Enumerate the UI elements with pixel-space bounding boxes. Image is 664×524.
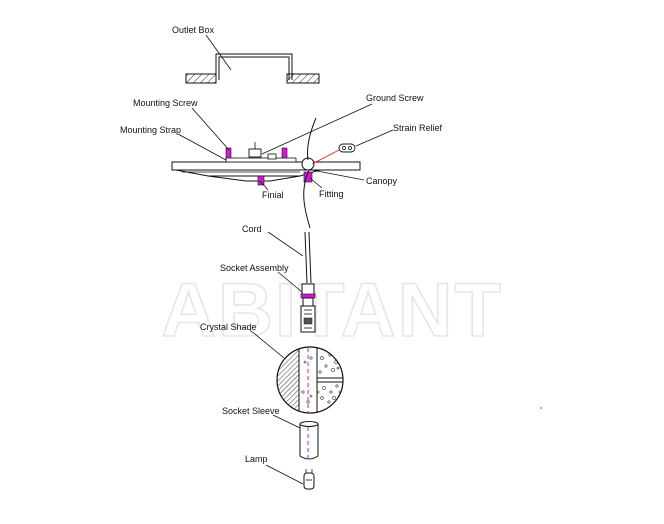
label-canopy: Canopy bbox=[366, 176, 398, 186]
socket-assembly bbox=[300, 283, 316, 333]
label-strain-relief: Strain Relief bbox=[393, 123, 443, 133]
label-lamp: Lamp bbox=[245, 454, 268, 464]
label-socket-sleeve: Socket Sleeve bbox=[222, 406, 280, 416]
label-socket-assembly: Socket Assembly bbox=[220, 263, 289, 273]
label-crystal-shade: Crystal Shade bbox=[200, 322, 257, 332]
label-cord: Cord bbox=[242, 224, 262, 234]
label-mounting-screw: Mounting Screw bbox=[133, 98, 198, 108]
outlet-box bbox=[185, 53, 320, 84]
outlet-box-leader bbox=[205, 34, 232, 71]
socket-sleeve bbox=[299, 421, 319, 460]
canopy-plate bbox=[171, 161, 361, 182]
label-mounting-strap: Mounting Strap bbox=[120, 125, 181, 135]
cord-lower bbox=[303, 169, 311, 229]
canopy-leader bbox=[311, 169, 365, 181]
crystal-shade bbox=[276, 346, 344, 414]
socket-assembly-leader bbox=[277, 271, 303, 293]
shade-bubbles bbox=[301, 353, 342, 404]
label-finial: Finial bbox=[262, 190, 284, 200]
strain-relief bbox=[338, 143, 356, 153]
lamp-leader bbox=[265, 464, 304, 485]
fitting-leader bbox=[309, 177, 323, 189]
mounting-strap bbox=[225, 142, 297, 163]
watermark: ABITANT bbox=[161, 268, 503, 353]
mounting-strap-leader bbox=[177, 133, 227, 161]
strain-relief-red-line bbox=[311, 149, 340, 165]
socket-sleeve-leader bbox=[272, 414, 301, 429]
crystal-shade-leader bbox=[249, 329, 285, 359]
mounting-screw-leader bbox=[191, 107, 230, 151]
strain-relief-leader bbox=[355, 129, 394, 147]
label-fitting: Fitting bbox=[319, 189, 344, 199]
label-ground-screw: Ground Screw bbox=[366, 93, 424, 103]
cord bbox=[304, 231, 312, 284]
cord-top bbox=[307, 117, 317, 161]
label-outlet-box: Outlet Box bbox=[172, 25, 215, 35]
lamp bbox=[303, 469, 315, 490]
finial-leader bbox=[259, 180, 269, 191]
cord-leader bbox=[267, 231, 304, 257]
ground-screw-leader bbox=[261, 103, 373, 155]
stray-dot bbox=[540, 407, 542, 409]
